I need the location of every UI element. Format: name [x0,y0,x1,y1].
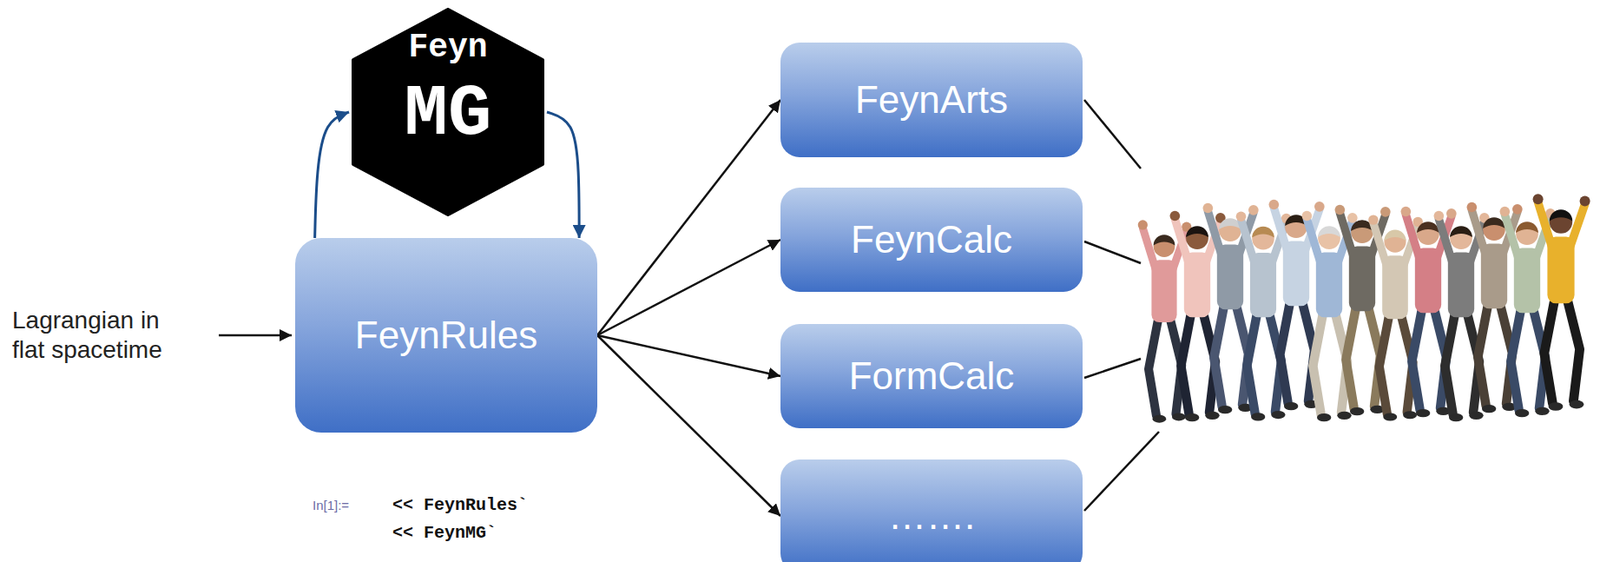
box-label: FeynRules [355,316,538,355]
logo-hexagon: FeynMG [351,7,545,217]
box-label: FormCalc [849,356,1015,396]
tool-box: FeynArts [780,42,1083,158]
tool-box: ……. [780,459,1083,562]
leader-line [1084,241,1141,264]
label-holder: << FeynMG` [392,522,653,544]
box-label: FeynArts [855,80,1008,119]
leader-line [1084,431,1159,511]
box-label: ……. [888,496,975,535]
connector-arrow [597,239,781,336]
code-line: << FeynRules` [392,494,653,516]
logo-text: Feyn [408,31,488,65]
people-photo [1138,193,1591,422]
connector-arrow [597,335,781,376]
connector-arrow [546,111,580,238]
process-box: FeynRules [295,237,598,433]
label-holder: In[1]:= [312,497,382,514]
leader-line [1084,99,1141,169]
code-line: << FeynMG` [392,522,653,544]
tool-box: FeynCalc [780,187,1083,292]
leader-line [1084,358,1141,378]
box-label: FeynCalc [850,220,1013,259]
input-label: Lagrangian in flat spacetime [12,305,191,364]
prompt-label: In[1]:= [312,497,382,514]
connector-arrow [597,335,781,516]
connector-arrow [315,111,349,238]
connector-arrow [597,99,781,336]
person-figure [1533,193,1591,411]
logo-text: MG [404,78,493,152]
hexagon-fill [353,9,543,215]
label-holder: << FeynRules` [392,494,653,516]
input-arrow [218,334,292,337]
label-holder: Lagrangian in flat spacetime [12,305,191,364]
tool-box: FormCalc [780,323,1083,428]
